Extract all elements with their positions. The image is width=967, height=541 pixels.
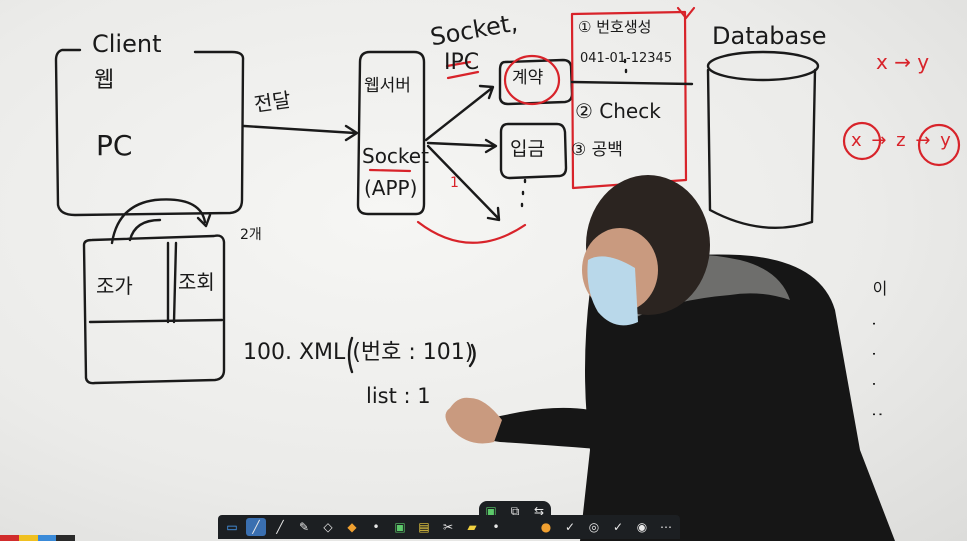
gyeyak-label: 계약 — [512, 68, 544, 88]
arrow-to-gyeyak — [424, 86, 494, 142]
target-icon[interactable]: ◎ — [588, 520, 600, 534]
ipc-heading: IPC — [444, 50, 480, 75]
webserver-box — [356, 50, 426, 216]
board-icon[interactable]: ▣ — [485, 504, 497, 518]
lower-box — [82, 234, 226, 385]
x-circle — [842, 121, 882, 161]
vertical-dots-label: 이 . . . : — [869, 280, 888, 427]
send-label: 전달 — [252, 87, 293, 117]
palette-icon[interactable]: ● — [540, 520, 552, 534]
color-strip — [0, 535, 75, 541]
presenter — [445, 175, 895, 541]
clip-icon[interactable]: ✂ — [442, 520, 454, 534]
step1-value: 041-01-12345 — [580, 51, 673, 66]
eraser-icon[interactable]: ◆ — [347, 520, 357, 534]
client-title: Client — [92, 30, 162, 58]
steps-box — [570, 10, 688, 190]
gyeyak-box — [498, 58, 574, 106]
xml-line: 100. XML (번호 : 101) — [243, 340, 474, 365]
copy-icon[interactable]: ⧉ — [510, 503, 520, 518]
two-count-label: 2개 — [240, 227, 262, 243]
database-body — [706, 68, 817, 230]
send-arrow — [242, 124, 357, 135]
shape-icon[interactable]: ◇ — [323, 520, 333, 534]
arrows-icon[interactable]: ⇆ — [533, 504, 545, 518]
client-web-label: 웹 — [94, 68, 115, 93]
line-icon[interactable]: ╱ — [276, 520, 284, 534]
pen-toolbar: ▭ ╱ ╱ ✎ ◇ ◆ • ▣ ▤ ✂ ▰ • ● ✓ ◎ ✓ ◉ ⋯ — [218, 515, 680, 539]
ellipsis-icon[interactable]: ⋯ — [660, 520, 672, 534]
check-icon-2[interactable]: ✓ — [612, 520, 624, 534]
webserver-label: 웹서버 — [364, 76, 411, 96]
pen-icon[interactable]: ╱ — [246, 518, 266, 536]
list-line: list : 1 — [366, 384, 431, 408]
x-to-y-label: x → y — [876, 50, 930, 74]
window-icon[interactable]: ▭ — [226, 520, 238, 534]
y-circle — [917, 123, 961, 167]
left-cell-label: 조가 — [96, 274, 133, 298]
ipgeum-label: 입금 — [510, 138, 545, 160]
webserver-socket-label: Socket — [362, 144, 429, 168]
red-arc — [416, 220, 527, 244]
step1-label: ① 번호생성 — [578, 18, 652, 36]
folder-icon[interactable]: ▰ — [467, 520, 477, 534]
client-pc-label: PC — [96, 129, 133, 162]
database-top — [706, 50, 820, 82]
gallery-icon[interactable]: ▤ — [418, 520, 430, 534]
brush-icon[interactable]: ✎ — [298, 520, 310, 534]
step3-label: ③ 공백 — [571, 140, 623, 160]
database-label: Database — [712, 22, 827, 50]
red-one-label: 1 — [450, 175, 459, 191]
check-icon[interactable]: ✓ — [564, 520, 576, 534]
x-to-z-to-y-label: x → z → y — [851, 130, 953, 151]
gyeyak-circle — [503, 54, 561, 106]
step2-label: ② Check — [575, 99, 661, 123]
webserver-app-label: (APP) — [364, 176, 418, 200]
water-icon[interactable]: ◉ — [636, 520, 648, 534]
curve-arrow — [110, 198, 207, 245]
ipgeum-box — [499, 122, 568, 180]
right-cell-label: 조회 — [178, 270, 215, 294]
dot-icon[interactable]: • — [372, 520, 380, 534]
screen-icon[interactable]: ▣ — [394, 520, 406, 534]
client-box — [54, 48, 245, 217]
more-icon[interactable]: • — [492, 520, 500, 534]
